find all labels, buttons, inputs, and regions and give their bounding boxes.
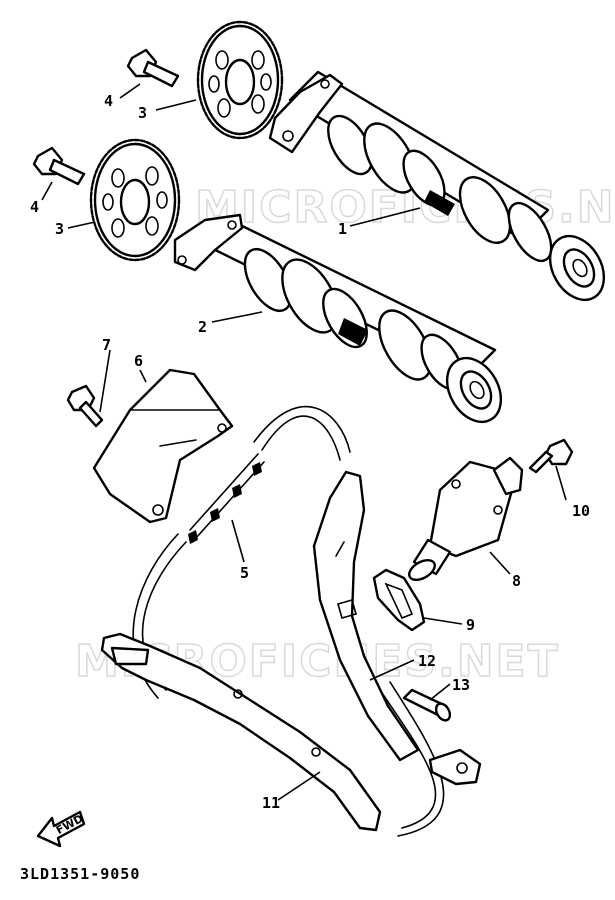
timing-chain-guide-intake	[312, 470, 420, 762]
callout-2: 2	[198, 318, 207, 336]
cam-sprocket-upper	[196, 20, 284, 140]
callout-13: 13	[452, 676, 470, 694]
cam-sprocket-lower	[89, 138, 181, 262]
tensioner-bolt	[528, 438, 574, 474]
drawing-code: 3LD1351-9050	[20, 865, 140, 883]
chain-guide-stopper	[92, 368, 234, 524]
guide-lower-end	[428, 748, 482, 786]
chain-tensioner-assembly	[408, 456, 524, 582]
callout-6: 6	[134, 352, 143, 370]
sprocket-bolt-upper	[126, 48, 180, 88]
timing-chain-guide-exhaust	[100, 632, 382, 832]
callout-12: 12	[418, 652, 436, 670]
callout-10: 10	[572, 502, 590, 520]
fwd-label: FWD	[54, 812, 86, 837]
callout-11: 11	[262, 794, 280, 812]
callout-4-upper: 4	[104, 92, 113, 110]
callout-4-lower: 4	[30, 198, 39, 216]
guide-bolt	[66, 384, 104, 428]
callout-3-lower: 3	[55, 220, 64, 238]
callout-3-upper: 3	[138, 104, 147, 122]
tensioner-gasket	[372, 568, 426, 632]
callout-1: 1	[338, 220, 347, 238]
callout-8: 8	[512, 572, 521, 590]
callouts: 1 2 3 3 4 4 5 6 7 8 9 10 11 12 13	[30, 92, 590, 812]
sprocket-bolt-lower	[32, 146, 86, 186]
guide-pin	[402, 688, 452, 722]
forward-direction-arrow: FWD	[36, 810, 86, 848]
callout-7: 7	[102, 336, 111, 354]
leader-lines	[41, 83, 567, 801]
timing-chain	[132, 405, 445, 837]
callout-9: 9	[466, 616, 475, 634]
camshaft-upper	[268, 70, 606, 301]
camshaft-lower	[173, 213, 503, 423]
callout-5: 5	[240, 564, 249, 582]
